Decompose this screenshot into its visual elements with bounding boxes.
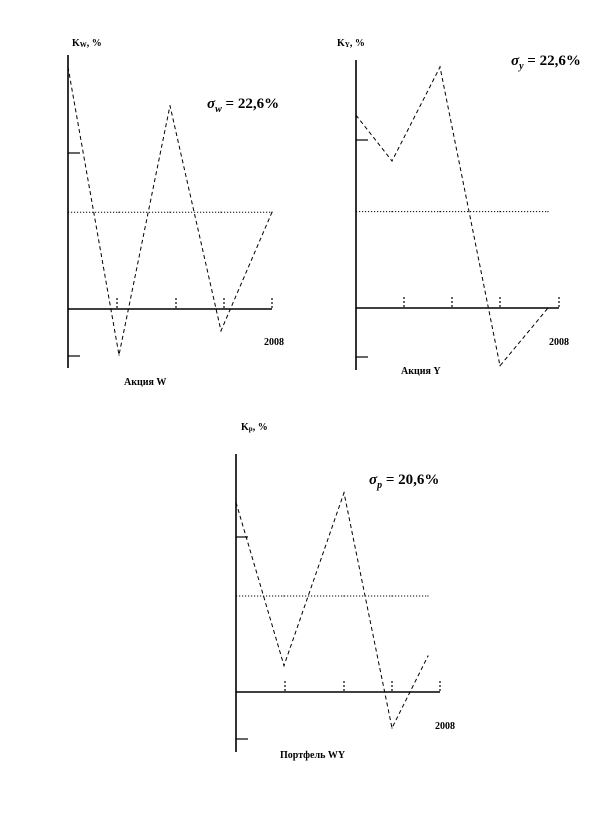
chart-caption: Акция W [124,377,166,388]
mean-point [355,211,357,213]
data-point [391,160,393,162]
mean-point [220,211,222,213]
chart-portfolio-wy: Kp, % σp = 20,6% 2008 Портфель WY [235,422,455,761]
return-line [355,65,549,367]
mean-point [283,595,285,597]
mean-point [169,211,171,213]
mean-point [391,595,393,597]
data-point [67,66,69,68]
y-axis-label: Kp, % [241,422,268,433]
data-point [343,492,345,494]
chart-stock-w: KW, % σw = 22,6% 2008 Акция W [67,38,284,388]
sigma-annotation: σp = 20,6% [369,472,439,491]
data-point [499,365,501,367]
data-point [427,655,429,657]
data-point [439,66,441,68]
mean-point [391,211,393,213]
return-line [235,490,429,730]
sigma-annotation: σw = 22,6% [207,96,279,115]
mean-point [499,211,501,213]
data-point [355,114,357,116]
mean-point [343,595,345,597]
x-axis-label: 2008 [264,337,284,348]
mean-point [427,595,429,597]
mean-point [271,211,273,213]
data-point [169,105,171,107]
data-point [118,354,120,356]
x-axis-label: 2008 [435,721,455,732]
y-axis-label: KY, % [337,38,365,49]
sigma-annotation: σy = 22,6% [511,53,581,72]
mean-point [439,211,441,213]
chart-caption: Акция Y [401,366,441,377]
mean-point [235,595,237,597]
data-point [283,665,285,667]
y-axis-label: KW, % [72,38,102,49]
chart-caption: Портфель WY [280,750,346,761]
x-axis-label: 2008 [549,337,569,348]
mean-point [547,211,549,213]
chart-stock-y: KY, % σy = 22,6% 2008 Акция Y [337,38,581,377]
mean-point [67,211,69,213]
data-point [391,727,393,729]
mean-point [118,211,120,213]
data-point [220,330,222,332]
data-point [235,501,237,503]
data-point [547,307,549,309]
